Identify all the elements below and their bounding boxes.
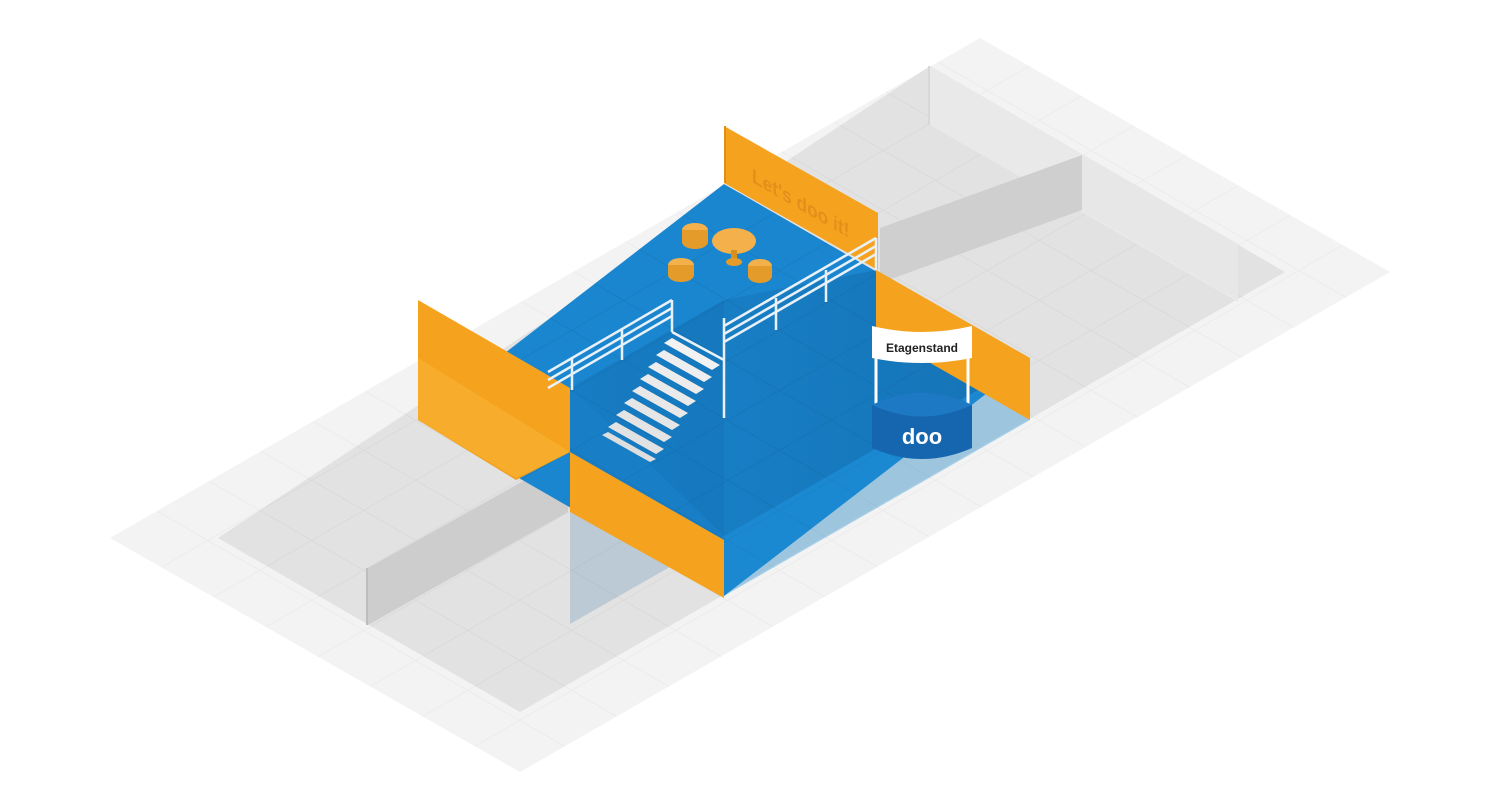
hall-inner-wall-near	[366, 456, 568, 625]
staircase	[602, 338, 720, 462]
left-side-wall	[418, 300, 570, 480]
counter-logo-text: doo	[902, 424, 942, 449]
stool-3	[748, 259, 772, 283]
deck-railing	[547, 236, 878, 418]
stool-2	[668, 258, 694, 282]
deck-furniture	[668, 223, 772, 283]
info-counter: Etagenstand doo	[872, 326, 972, 459]
front-wall	[570, 452, 724, 598]
hall-inner-wall-far	[880, 155, 1238, 300]
round-table	[712, 228, 756, 266]
counter-sign-text: Etagenstand	[886, 341, 958, 355]
stool-1	[682, 223, 708, 249]
